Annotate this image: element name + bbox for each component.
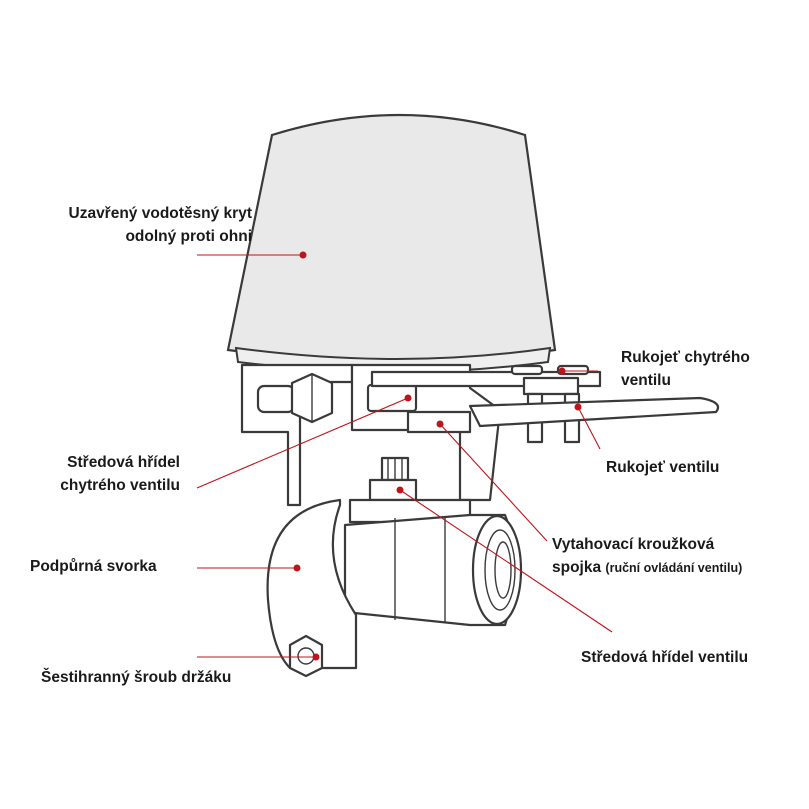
label-clutch-line1: Vytahovací kroužková <box>552 536 715 553</box>
label-valve-handle: Rukojeť ventilu <box>606 459 720 476</box>
label-clutch-line2-main: spojka <box>552 559 602 576</box>
label-smart-shaft-line2: chytrého ventilu <box>60 477 180 494</box>
mount-bracket <box>240 363 354 507</box>
label-smart-handle-line1: Rukojeť chytrého <box>621 349 750 366</box>
label-smart-shaft-line1: Středová hřídel <box>67 454 180 471</box>
label-hex-bolt: Šestihranný šroub držáku <box>41 669 232 686</box>
center-shaft <box>348 456 472 524</box>
label-support-clamp: Podpůrná svorka <box>30 558 157 575</box>
label-cover-line2: odolný proti ohni <box>125 228 252 245</box>
label-smart-handle: Rukojeť chytrého ventilu <box>621 346 750 392</box>
label-smart-handle-line2: ventilu <box>621 372 671 389</box>
callout-lines <box>196 251 613 661</box>
valve-lever <box>468 396 720 428</box>
label-clutch-line2: spojka (ruční ovládání ventilu) <box>552 556 742 580</box>
clamp <box>266 498 358 678</box>
label-cover: Uzavřený vodotěsný kryt odolný proti ohn… <box>12 202 253 248</box>
valve-pipe <box>343 513 523 627</box>
label-valve-shaft: Středová hřídel ventilu <box>581 649 749 666</box>
waterproof-cover <box>226 113 557 373</box>
label-cover-line1: Uzavřený vodotěsný kryt <box>68 205 253 222</box>
label-smart-shaft: Středová hřídel chytrého ventilu <box>12 451 180 497</box>
label-clutch-note: (ruční ovládání ventilu) <box>605 561 743 575</box>
label-clutch: Vytahovací kroužková spojka (ruční ovlád… <box>552 533 742 580</box>
